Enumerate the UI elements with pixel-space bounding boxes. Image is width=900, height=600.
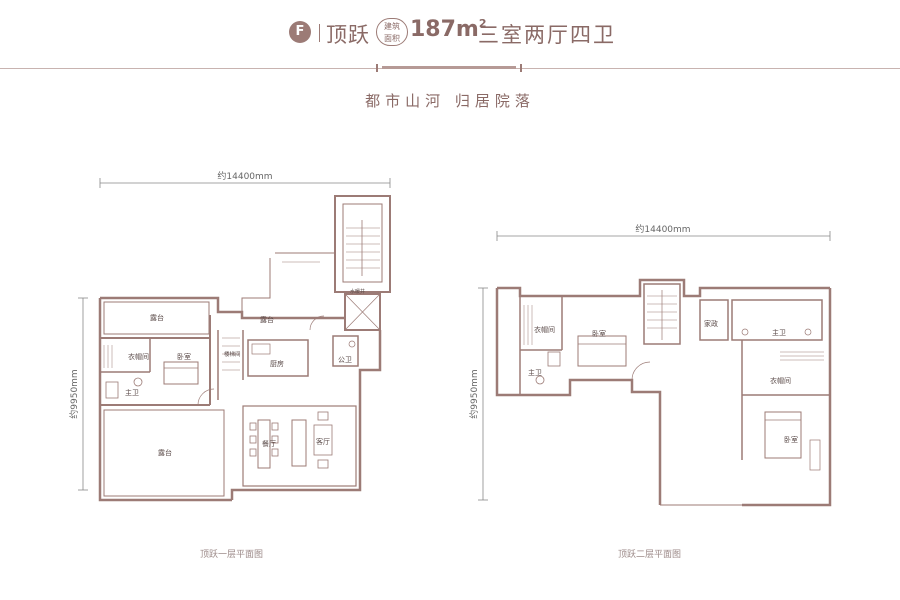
floor1-plan <box>78 178 391 502</box>
f1-label-living: 客厅 <box>316 437 330 446</box>
f1-terrace-big <box>103 409 225 497</box>
f1-dim-width-label: 约14400mm <box>217 170 272 182</box>
stamp-line-2: 面积 <box>384 34 400 43</box>
f1-public-bath <box>332 335 359 367</box>
f2-label-wardrobe-b: 衣帽间 <box>770 376 791 385</box>
f2-label-bedroom-a: 卧室 <box>592 329 606 338</box>
area-value: 187m <box>410 17 479 42</box>
f1-label-kitchen: 厨房 <box>270 359 284 368</box>
f2-family-room <box>699 299 729 341</box>
f1-label-terrace-mid: 露台 <box>260 315 274 324</box>
f1-label-terrace-big: 露台 <box>158 448 172 457</box>
f2-label-master-bath-b: 主卫 <box>772 328 786 337</box>
f1-sofa <box>291 419 307 467</box>
f1-label-bedroom: 卧室 <box>177 352 191 361</box>
floor1-caption: 顶跃一层平面图 <box>200 550 264 560</box>
f2-dim-width-label: 约14400mm <box>635 223 690 235</box>
floor2-plan <box>478 231 832 507</box>
f1-living-dining <box>242 405 357 487</box>
f1-bed <box>163 361 199 385</box>
f1-label-stair: 楼梯间 <box>224 350 241 358</box>
unit-area: 187m2 <box>410 17 487 42</box>
floor2-caption: 顶跃二层平面图 <box>618 550 682 560</box>
f1-label-master-bath: 主卫 <box>125 388 139 397</box>
title-bar: F 顶跃 建筑 面积 187m2 三室两厅四卫 <box>0 14 900 54</box>
f2-stairs <box>643 283 681 345</box>
f2-label-bedroom-b: 卧室 <box>784 435 798 444</box>
f2-label-wardrobe-a: 衣帽间 <box>534 325 555 334</box>
f1-label-terrace-top: 露台 <box>150 313 164 322</box>
f2-bed-b <box>764 411 802 459</box>
unit-badge: F <box>289 21 311 43</box>
header-rule-mark <box>376 64 522 72</box>
unit-rooms: 三室两厅四卫 <box>478 23 616 47</box>
f2-label-family: 家政 <box>704 319 718 328</box>
f1-label-water-well: 水暖井 <box>350 288 365 295</box>
f2-label-master-bath-a: 主卫 <box>528 368 542 377</box>
f2-master-bath-b <box>731 299 823 341</box>
f2-bed-a <box>577 335 627 367</box>
f1-label-wardrobe: 衣帽间 <box>128 352 149 361</box>
slogan: 都市山河 归居院落 <box>365 92 535 110</box>
title-separator <box>319 24 320 42</box>
area-superscript: 2 <box>478 17 487 30</box>
f1-label-dining: 餐厅 <box>262 439 276 448</box>
f2-dim-depth-label: 约9950mm <box>468 369 480 418</box>
f1-stair-tower <box>334 195 391 293</box>
f1-label-public-bath: 公卫 <box>338 356 352 364</box>
f1-elevator <box>344 293 381 331</box>
unit-type: 顶跃 <box>326 23 370 47</box>
f1-dining-table <box>257 419 271 469</box>
stamp-line-1: 建筑 <box>384 22 400 31</box>
area-stamp: 建筑 面积 <box>376 18 408 46</box>
f1-dim-depth-label: 约9950mm <box>68 369 80 418</box>
f1-kitchen <box>247 339 309 377</box>
